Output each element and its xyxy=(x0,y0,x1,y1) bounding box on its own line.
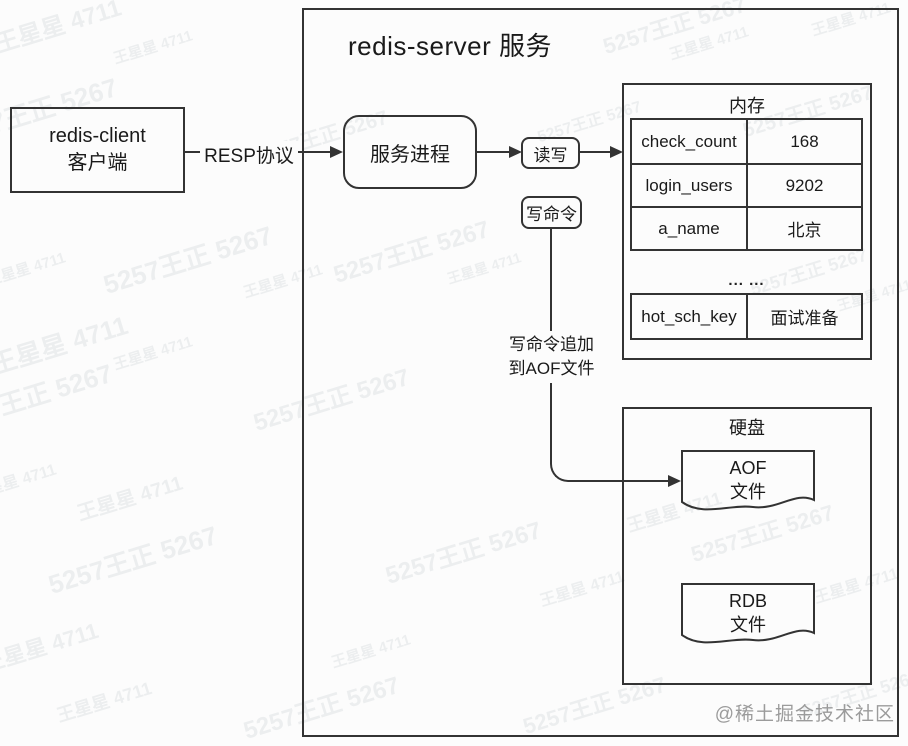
watermark-text: 王星星 4711 xyxy=(0,249,68,290)
watermark-text: 5257王正 5267 xyxy=(99,220,276,300)
memory-table-row: login_users 9202 xyxy=(632,163,861,206)
read-write-box: 读写 xyxy=(521,137,580,169)
rdb-file-document: RDB 文件 xyxy=(681,583,815,653)
memory-value-cell: 168 xyxy=(790,131,819,151)
watermark-text: 王星星 4711 xyxy=(111,333,195,374)
watermark-text: 王星星 4711 xyxy=(0,309,132,380)
rdb-file-label-line1: RDB xyxy=(728,591,767,611)
document-shape-icon xyxy=(681,583,815,644)
redis-server-box xyxy=(302,8,899,737)
watermark-text: 5257王正 5267 xyxy=(0,358,116,438)
process-to-readwrite-connector xyxy=(477,151,510,153)
aof-file-label: AOF 文件 xyxy=(681,456,815,504)
memory-ellipsis: ... ... xyxy=(728,272,765,289)
watermark-text: 王星星 4711 xyxy=(74,472,186,526)
arrowhead-icon xyxy=(610,146,623,158)
memory-key-cell: check_count xyxy=(632,120,748,163)
memory-value-cell: 北京 xyxy=(787,221,822,240)
rdb-file-label-line2: 文件 xyxy=(730,615,766,635)
arrowhead-icon xyxy=(330,146,343,158)
memory-table-extra: hot_sch_key 面试准备 xyxy=(630,293,863,340)
aof-note-line1: 写命令追加 xyxy=(509,335,594,354)
memory-key-cell: a_name xyxy=(632,208,748,249)
memory-table-row: a_name 北京 xyxy=(632,206,861,249)
server-process-label: 服务进程 xyxy=(370,143,450,166)
memory-value-cell: 面试准备 xyxy=(770,309,839,328)
server-process-box: 服务进程 xyxy=(343,115,477,189)
resp-protocol-label: RESP协议 xyxy=(200,141,298,168)
rdb-file-label: RDB 文件 xyxy=(681,589,815,637)
attribution-text: @稀土掘金技术社区 xyxy=(714,704,895,725)
watermark-text: 5257王正 5267 xyxy=(44,520,221,600)
redis-client-label-line2: 客户端 xyxy=(67,152,128,174)
readwrite-to-memory-connector xyxy=(580,151,611,153)
memory-table-row: check_count 168 xyxy=(632,120,861,163)
write-command-box: 写命令 xyxy=(521,196,582,229)
arrowhead-icon xyxy=(509,146,522,158)
watermark-text: 王星星 4711 xyxy=(54,678,155,726)
memory-key-cell: login_users xyxy=(632,165,748,206)
watermark-text: 王星星 4711 xyxy=(111,27,195,68)
aof-file-label-line1: AOF xyxy=(729,458,767,478)
memory-table-row: hot_sch_key 面试准备 xyxy=(632,295,861,338)
write-command-label: 写命令 xyxy=(526,205,577,224)
redis-client-label-line1: redis-client xyxy=(49,125,146,147)
disk-box xyxy=(622,407,872,685)
memory-key-cell: hot_sch_key xyxy=(632,295,748,338)
read-write-label: 读写 xyxy=(533,145,568,165)
aof-file-document: AOF 文件 xyxy=(681,450,815,520)
document-shape-icon xyxy=(681,450,815,511)
memory-title: 内存 xyxy=(729,96,765,116)
watermark-text: 王星星 4711 xyxy=(0,461,59,504)
server-title: redis-server 服务 xyxy=(348,31,552,61)
disk-title: 硬盘 xyxy=(729,418,765,438)
memory-table: check_count 168 login_users 9202 a_name … xyxy=(630,118,863,251)
aof-note-line2: 到AOF文件 xyxy=(508,359,595,378)
watermark-text: 王星星 4711 xyxy=(0,617,102,677)
memory-value-cell: 9202 xyxy=(785,175,824,195)
redis-client-box: redis-client 客户端 xyxy=(10,107,185,193)
aof-file-label-line2: 文件 xyxy=(730,482,766,502)
memory-box xyxy=(622,83,872,360)
aof-append-note: 写命令追加 到AOF文件 xyxy=(500,331,603,383)
watermark-text: 王星星 4711 xyxy=(0,0,125,59)
arrowhead-icon xyxy=(668,475,681,487)
